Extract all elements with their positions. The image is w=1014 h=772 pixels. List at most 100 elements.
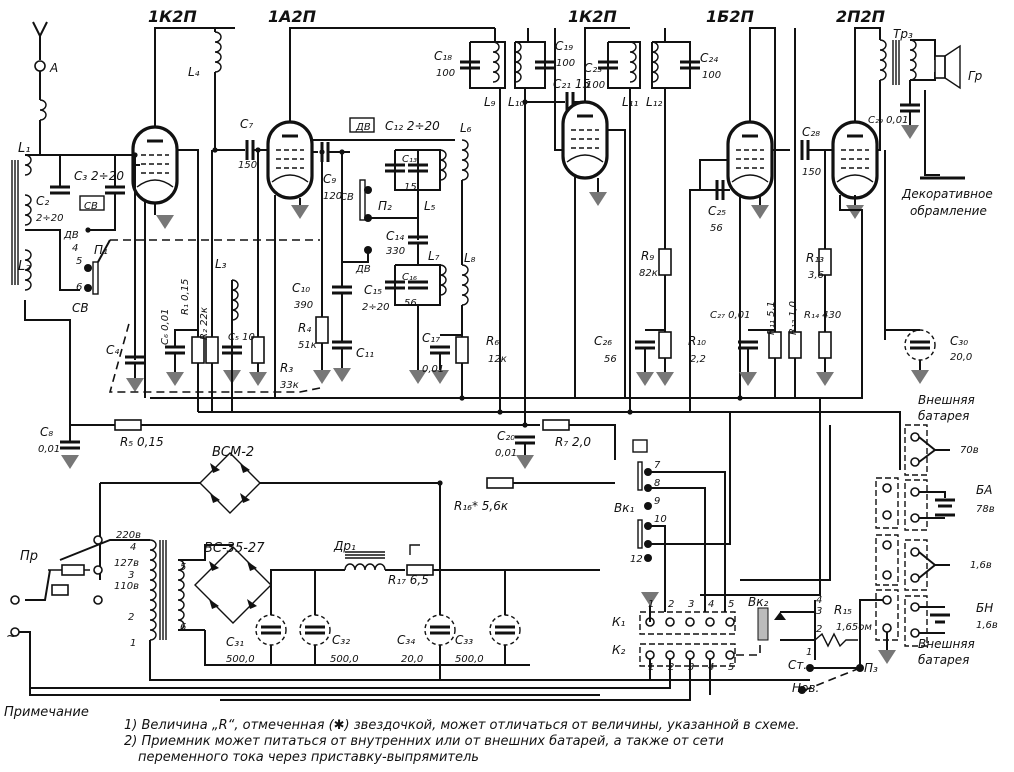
label-K1-2: 2: [668, 599, 674, 610]
ground-icon: [156, 215, 174, 229]
diode-icon: [210, 493, 220, 503]
wire: [854, 27, 881, 122]
wire: [607, 129, 626, 398]
label-tap-1: 1: [130, 638, 136, 649]
label-switch-7: 7: [654, 460, 661, 471]
ground-icon: [516, 455, 534, 469]
wire: [342, 250, 369, 263]
ground-icon: [656, 372, 674, 386]
connector-block: [904, 479, 928, 531]
coil: [177, 559, 185, 631]
junction-dot: [522, 422, 528, 428]
label-switch-12: 12: [630, 554, 643, 565]
capacitor: [105, 185, 125, 195]
junction-dot: [132, 152, 138, 158]
terminal: [910, 628, 920, 638]
label-L3: L₃: [215, 257, 227, 271]
note-line-3: переменного тока через приставку-выпрями…: [138, 750, 479, 765]
label-C3: C₃ 2÷20: [74, 169, 124, 183]
DV-band-box: [349, 117, 375, 133]
wire: [919, 491, 946, 498]
wire: [59, 539, 150, 561]
label-C14-value: 330: [386, 246, 405, 257]
label-C30-value: 20,0: [950, 352, 972, 363]
label-tap-6: 6: [180, 622, 186, 633]
label-BA-value: 78в: [976, 504, 995, 515]
wire: [30, 659, 671, 689]
diode-icon: [247, 561, 257, 571]
bridge-outline: [199, 452, 261, 514]
terminal: [685, 617, 695, 627]
terminal: [910, 547, 920, 557]
terminal: [705, 650, 715, 660]
ground-icon: [901, 125, 919, 139]
label-C33: C₃₃: [455, 633, 473, 647]
label-Dr1: Др₁: [333, 539, 356, 553]
label-C24: C₂₄: [700, 51, 718, 65]
label-C34: C₃₄: [397, 633, 415, 647]
label-VSM-2: ВСМ-2: [212, 445, 254, 460]
diode-icon: [210, 463, 220, 473]
label-C17: C₁₇: [422, 331, 440, 345]
wire: [220, 659, 691, 701]
switch-contact: [644, 554, 652, 562]
label-C2: C₂: [36, 194, 49, 208]
terminal: [685, 650, 695, 660]
tube-envelope: [561, 100, 609, 180]
resistor: [51, 584, 69, 596]
switch-contact: [364, 186, 372, 194]
wire: [394, 264, 441, 306]
label-R10: R₁₀: [688, 334, 706, 348]
resistor: [658, 248, 672, 276]
antenna-jack: [34, 60, 46, 72]
label-R13-value: 3,6: [808, 270, 824, 281]
ground-icon: [751, 205, 769, 219]
coil: [214, 31, 222, 73]
resistor-R15: [814, 632, 858, 648]
label-L12: L₁₂: [646, 95, 662, 109]
ground-icon: [249, 372, 267, 386]
label-C27: C₂₇ 0,01: [710, 310, 750, 321]
terminal: [10, 595, 20, 605]
electrolytic-capacitor-outline: [424, 614, 456, 646]
label-C5: C₅ 10: [228, 332, 255, 343]
ground-icon: [291, 205, 309, 219]
junction-dot: [737, 395, 743, 401]
ground-icon: [409, 370, 427, 384]
capacitor: [515, 435, 535, 445]
tube-filament: [836, 174, 874, 183]
capacitor: [50, 185, 70, 195]
capacitor: [245, 140, 255, 160]
label-R16: R₁₆* 5,6к: [454, 499, 509, 513]
label-L11: L₁₁: [622, 95, 638, 109]
capacitor: [165, 345, 185, 355]
coil: [492, 41, 500, 83]
tube-filament: [136, 179, 174, 188]
ground-icon: [589, 192, 607, 206]
label-Vk2-3: 3: [816, 606, 822, 617]
resistor: [455, 336, 469, 364]
wire: [97, 239, 111, 263]
label-110v: 110в: [114, 581, 139, 592]
label-C31-value: 500,0: [226, 654, 255, 665]
speaker-icon: [934, 55, 946, 79]
wire: [270, 569, 345, 585]
junction-dot: [497, 409, 503, 415]
label-Tr3: Тр₃: [893, 27, 913, 41]
label-tap-4: 4: [130, 542, 136, 553]
label-C18-value: 100: [436, 68, 455, 79]
label-L7: L₇: [428, 249, 440, 263]
terminal: [910, 432, 920, 442]
label-K2-4: 4: [708, 662, 714, 673]
switch-Vk1-slider: [637, 461, 643, 491]
label-BN-value: 1,6в: [976, 620, 998, 631]
label-C25: C₂₅: [708, 204, 726, 218]
capacitor: [680, 60, 700, 70]
label-C20: C₂₀: [497, 429, 515, 443]
label-C20-value: 0,01: [495, 448, 517, 459]
band-switch-P1: [92, 261, 99, 295]
label-L5: L₅: [424, 199, 436, 213]
label-P3: П₃: [864, 661, 878, 675]
wire: [918, 449, 936, 463]
ganged-link: [736, 640, 761, 656]
